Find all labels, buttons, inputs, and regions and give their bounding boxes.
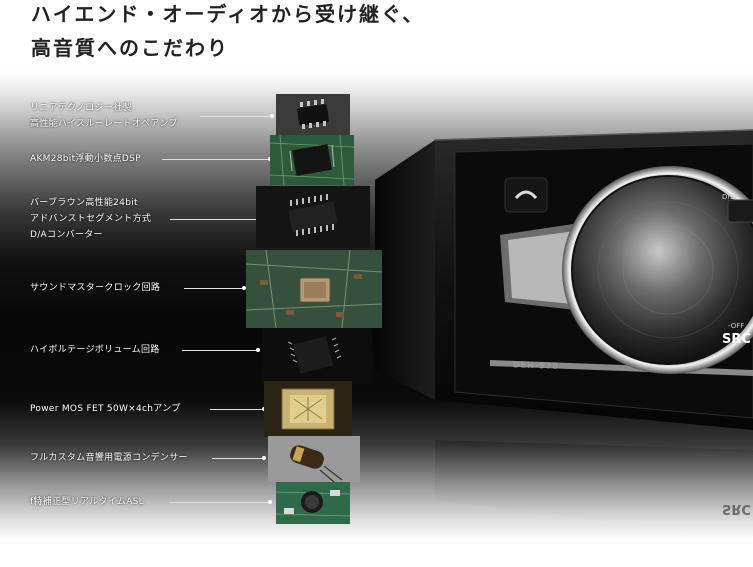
leader-dsp — [162, 159, 270, 160]
unit-src-reflection: SRC — [722, 501, 751, 516]
header: ハイエンド・オーディオから受け継ぐ、 高音質へのこだわり — [0, 0, 753, 70]
feature-clock-line-1: サウンドマスタークロック回路 — [30, 283, 161, 293]
feature-dac-line-2: アドバンストセグメント方式 — [30, 214, 152, 224]
capacitor-icon — [268, 436, 360, 482]
feature-capacitor-line-1: フルカスタム音響用電源コンデンサー — [30, 453, 188, 463]
feature-dsp-line-1: AKM28bit浮動小数点DSP — [30, 154, 141, 164]
product-stage: DEH-970 SRC -OFF DISP SRC リニアテクノロジー社製 高性… — [0, 70, 753, 567]
dsp-chip-icon — [270, 135, 354, 185]
unit-model-label: DEH-970 — [513, 360, 559, 371]
mic-board-icon — [276, 482, 350, 524]
feature-opamp: リニアテクノロジー社製 高性能ハイスルーレートオペアンプ — [30, 100, 178, 132]
feature-mosfet-line-1: Power MOS FET 50W×4chアンプ — [30, 404, 181, 414]
headline-line-1: ハイエンド・オーディオから受け継ぐ、 — [31, 2, 425, 26]
leader-capacitor — [212, 458, 264, 459]
feature-opamp-line-1: リニアテクノロジー社製 — [30, 103, 132, 113]
leader-opamp — [200, 116, 272, 117]
unit-off-label: -OFF — [728, 322, 745, 330]
unit-disp-label: DISP — [722, 193, 739, 201]
mosfet-amp-icon — [264, 381, 352, 437]
feature-opamp-line-2: 高性能ハイスルーレートオペアンプ — [30, 119, 178, 129]
feature-mosfet: Power MOS FET 50W×4chアンプ — [30, 401, 181, 417]
leader-dot-asl — [268, 500, 272, 504]
dac-chip-icon — [256, 186, 370, 248]
leader-volume — [182, 350, 258, 351]
leader-dot-volume — [256, 348, 260, 352]
feature-volume-line-1: ハイボルテージボリューム回路 — [30, 345, 160, 355]
unit-src-label: SRC — [722, 332, 751, 347]
feature-dac-line-1: バーブラウン高性能24bit — [30, 198, 138, 208]
feature-asl: f特補正型リアルタイムASL — [30, 494, 144, 510]
leader-dot-opamp — [270, 114, 274, 118]
opamp-chip-icon — [276, 94, 350, 136]
feature-asl-line-1: f特補正型リアルタイムASL — [30, 497, 144, 507]
headline-line-2: 高音質へのこだわり — [31, 36, 229, 60]
feature-clock: サウンドマスタークロック回路 — [30, 280, 160, 296]
leader-dot-clock — [242, 286, 246, 290]
feature-dsp: AKM28bit浮動小数点DSP — [30, 151, 141, 167]
feature-volume: ハイボルテージボリューム回路 — [30, 342, 160, 358]
leader-clock — [184, 288, 244, 289]
clock-crystal-icon — [246, 250, 382, 328]
feature-capacitor: フルカスタム音響用電源コンデンサー — [30, 450, 188, 466]
volume-chip-icon — [262, 328, 372, 384]
unit-side-face — [375, 140, 435, 400]
leader-dac — [170, 219, 258, 220]
leader-dot-capacitor — [262, 456, 266, 460]
leader-mosfet — [210, 409, 264, 410]
feature-dac: バーブラウン高性能24bit アドバンストセグメント方式 D/Aコンバーター — [30, 195, 151, 243]
feature-dac-line-3: D/Aコンバーター — [30, 230, 103, 240]
unit-front-face — [435, 130, 753, 430]
leader-asl — [170, 502, 270, 503]
